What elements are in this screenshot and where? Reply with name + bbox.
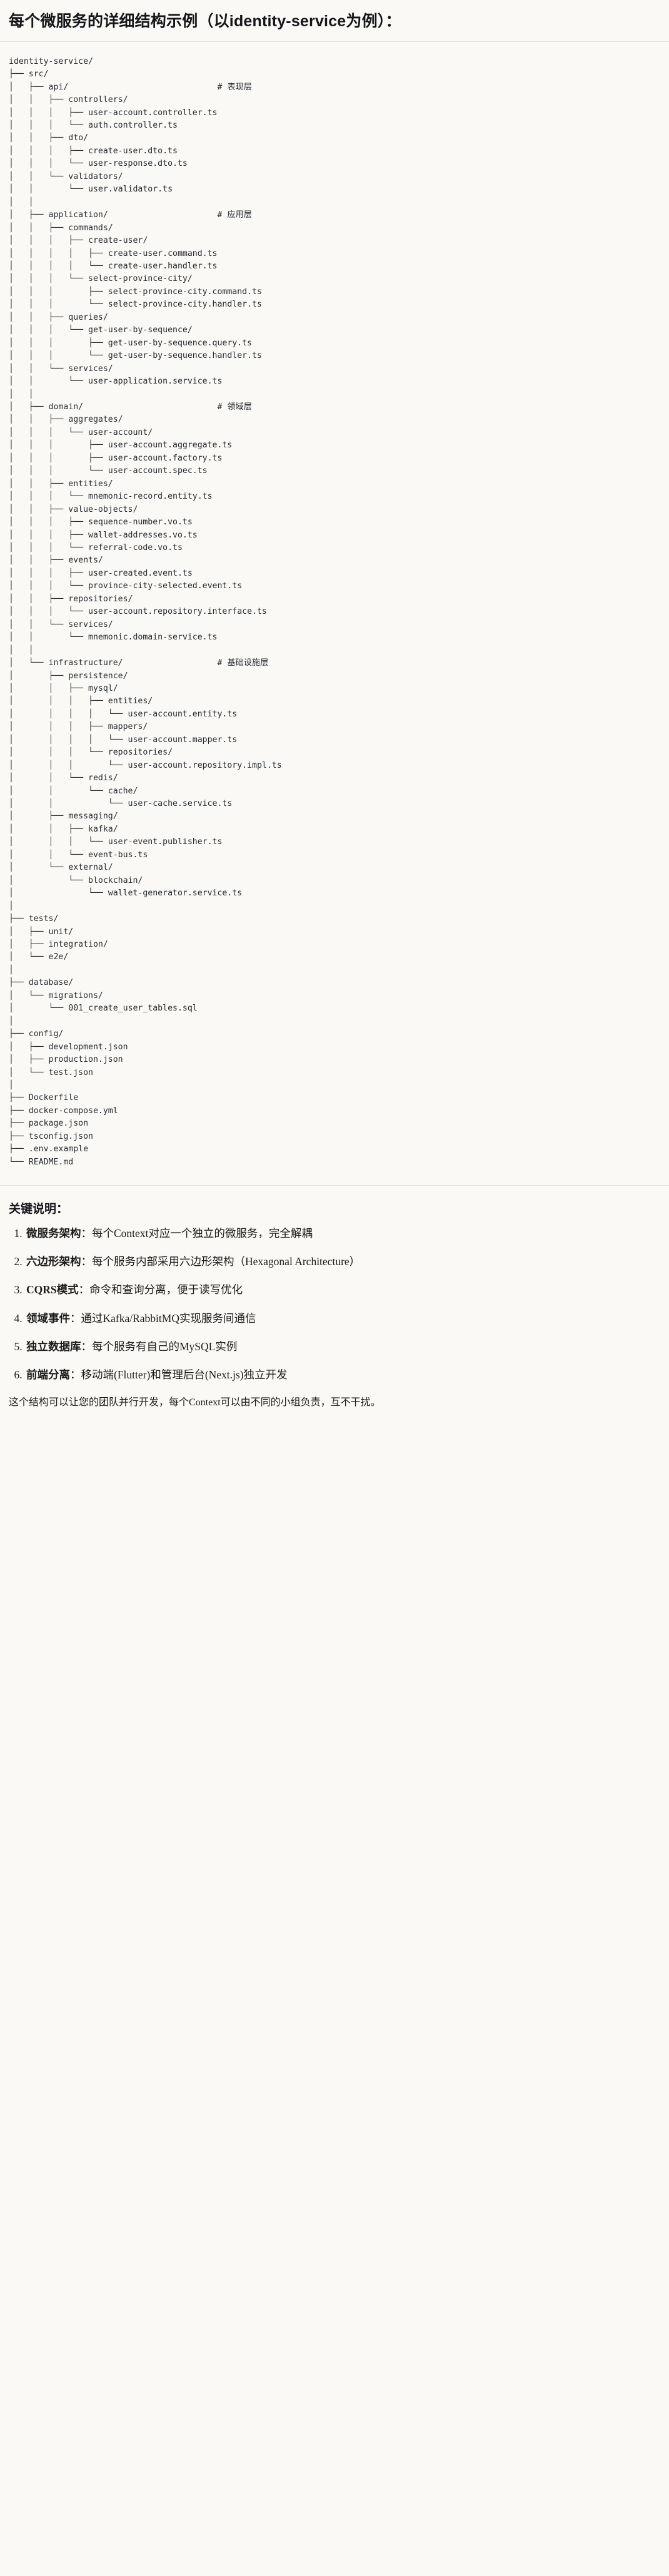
key-point-term: 前端分离 bbox=[26, 1368, 70, 1381]
key-point-item: 六边形架构：每个服务内部采用六边形架构（Hexagonal Architectu… bbox=[25, 1253, 660, 1270]
directory-tree: identity-service/ ├── src/ │ ├── api/ # … bbox=[9, 56, 282, 1167]
key-points-title: 关键说明： bbox=[9, 1203, 69, 1216]
key-point-separator: ： bbox=[78, 1283, 90, 1296]
key-point-term: 六边形架构 bbox=[26, 1255, 81, 1268]
key-points-list: 微服务架构：每个Context对应一个独立的微服务，完全解耦六边形架构：每个服务… bbox=[9, 1225, 660, 1383]
key-point-term: 独立数据库 bbox=[26, 1340, 81, 1353]
key-point-term: 微服务架构 bbox=[26, 1227, 81, 1240]
key-point-item: CQRS模式：命令和查询分离，便于读写优化 bbox=[25, 1281, 660, 1298]
key-point-separator: ： bbox=[81, 1255, 93, 1268]
key-point-description: 每个服务内部采用六边形架构（Hexagonal Architecture） bbox=[92, 1255, 361, 1268]
key-point-description: 移动端(Flutter)和管理后台(Next.js)独立开发 bbox=[81, 1368, 288, 1381]
key-point-term: 领域事件 bbox=[26, 1311, 70, 1325]
directory-tree-block: identity-service/ ├── src/ │ ├── api/ # … bbox=[0, 42, 669, 1181]
key-point-separator: ： bbox=[81, 1340, 93, 1353]
key-point-description: 命令和查询分离，便于读写优化 bbox=[89, 1283, 243, 1296]
key-points-section: 关键说明： 微服务架构：每个Context对应一个独立的微服务，完全解耦六边形架… bbox=[0, 1185, 669, 1425]
key-point-item: 独立数据库：每个服务有自己的MySQL实例 bbox=[25, 1338, 660, 1355]
page-title: 每个微服务的详细结构示例（以identity-service为例）： bbox=[9, 13, 401, 30]
key-point-item: 微服务架构：每个Context对应一个独立的微服务，完全解耦 bbox=[25, 1225, 660, 1242]
key-point-item: 领域事件：通过Kafka/RabbitMQ实现服务间通信 bbox=[25, 1310, 660, 1327]
key-point-item: 前端分离：移动端(Flutter)和管理后台(Next.js)独立开发 bbox=[25, 1367, 660, 1383]
key-point-description: 每个服务有自己的MySQL实例 bbox=[92, 1340, 238, 1353]
document-header: 每个微服务的详细结构示例（以identity-service为例）： bbox=[0, 0, 669, 42]
key-point-term: CQRS模式 bbox=[26, 1283, 79, 1296]
key-point-description: 通过Kafka/RabbitMQ实现服务间通信 bbox=[81, 1311, 256, 1325]
key-point-separator: ： bbox=[70, 1368, 81, 1381]
key-points-footer: 这个结构可以让您的团队并行开发，每个Context可以由不同的小组负责，互不干扰… bbox=[9, 1397, 381, 1408]
key-point-description: 每个Context对应一个独立的微服务，完全解耦 bbox=[92, 1227, 313, 1240]
key-point-separator: ： bbox=[81, 1227, 93, 1240]
key-point-separator: ： bbox=[70, 1311, 81, 1325]
